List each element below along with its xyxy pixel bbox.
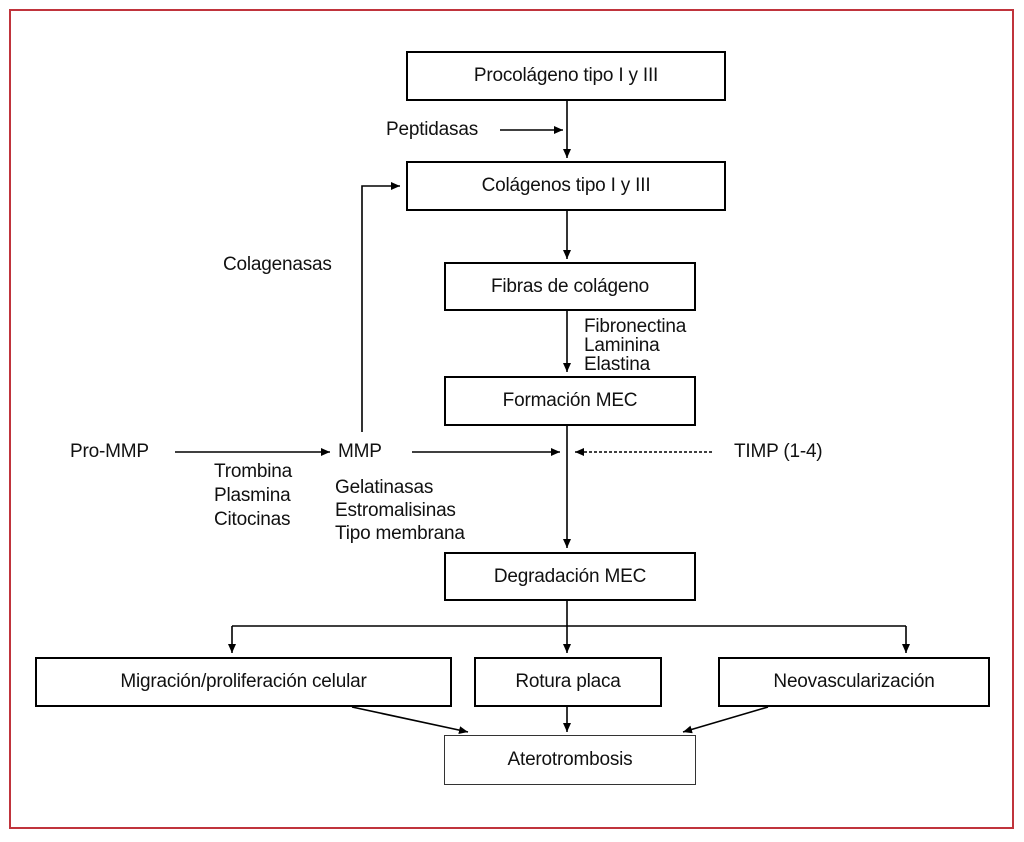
label-trombina: Trombina (214, 461, 292, 482)
label-elastina: Elastina (584, 354, 650, 375)
node-rotura-placa: Rotura placa (474, 657, 662, 707)
label-laminina: Laminina (584, 335, 660, 356)
arrow-migracion-aterotrombosis (351, 706, 469, 735)
label-fibras-components: Fibronectina Laminina Elastina (584, 317, 686, 374)
arrow-neovascularizacion-aterotrombosis (682, 706, 769, 734)
node-degradacion-mec-label: Degradación MEC (493, 565, 647, 587)
label-mmp: MMP (338, 441, 382, 462)
node-aterotrombosis: Aterotrombosis (444, 735, 696, 785)
label-plasmina: Plasmina (214, 485, 291, 506)
node-migracion-label: Migración/proliferación celular (120, 671, 367, 692)
label-fibronectina: Fibronectina (584, 316, 687, 337)
label-pro-mmp: Pro-MMP (70, 441, 149, 462)
node-migracion: Migración/proliferación celular (35, 657, 452, 707)
label-colagenasas: Colagenasas (223, 254, 332, 275)
label-gelatinasas: Gelatinasas (335, 477, 434, 498)
figure-frame (9, 9, 1014, 829)
node-procolageno: Procolágeno tipo I y III (406, 51, 726, 101)
label-citocinas: Citocinas (214, 509, 291, 530)
node-formacion-mec-label: Formación MEC (502, 390, 638, 411)
node-formacion-mec: Formación MEC (444, 376, 696, 426)
label-activators: Trombina Plasmina Citocinas (214, 460, 292, 532)
node-colagenos: Colágenos tipo I y III (406, 161, 726, 211)
label-tipo-membrana: Tipo membrana (335, 523, 465, 544)
label-estromalisinas: Estromalisinas (335, 500, 456, 521)
node-colagenos-label: Colágenos tipo I y III (481, 175, 651, 196)
node-neovascularizacion: Neovascularización (718, 657, 990, 707)
node-procolageno-label: Procolágeno tipo I y III (473, 65, 659, 86)
node-fibras: Fibras de colágeno (444, 262, 696, 311)
label-peptidasas: Peptidasas (386, 119, 479, 140)
label-mmp-types: Gelatinasas Estromalisinas Tipo membrana (335, 476, 465, 545)
node-rotura-placa-label: Rotura placa (515, 671, 621, 692)
arrow-colagenasas (361, 182, 400, 432)
node-degradacion-mec: Degradación MEC (444, 552, 696, 601)
label-timp: TIMP (1-4) (734, 441, 823, 462)
node-neovascularizacion-label: Neovascularización (773, 671, 935, 692)
node-fibras-label: Fibras de colágeno (490, 275, 649, 297)
node-aterotrombosis-label: Aterotrombosis (507, 749, 633, 770)
